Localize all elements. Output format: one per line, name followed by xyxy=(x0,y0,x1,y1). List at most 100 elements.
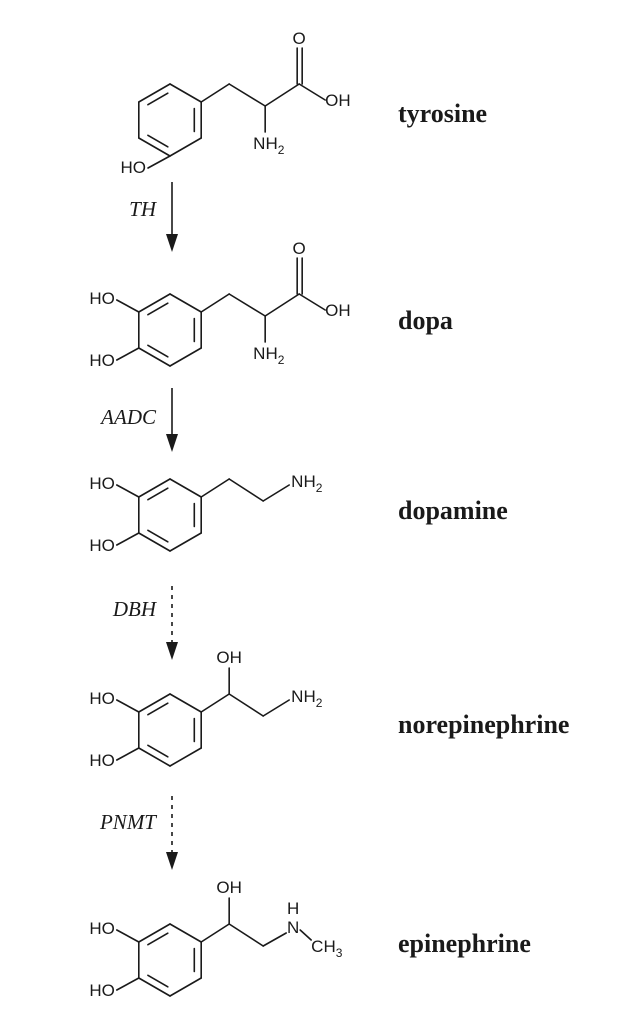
oh-bond xyxy=(116,347,140,361)
ring-bond xyxy=(169,293,202,313)
oh-bond xyxy=(116,484,140,498)
methyl-bond xyxy=(299,929,312,941)
chain-bond xyxy=(228,923,264,947)
ring-bond xyxy=(169,478,202,498)
ring-bond xyxy=(138,923,171,943)
ring-double-bond xyxy=(147,92,169,106)
ring-bond xyxy=(169,532,202,552)
ring-bond xyxy=(138,977,171,997)
ring-bond xyxy=(169,83,202,103)
hydroxyl-bond xyxy=(298,83,326,101)
ring-double-bond xyxy=(147,134,169,148)
hydroxyl-label: HO xyxy=(89,981,115,1000)
ring-double-bond xyxy=(147,487,169,501)
compound-name-epinephrine: epinephrine xyxy=(398,929,531,958)
amine-h-label: H xyxy=(287,899,299,918)
arrowhead xyxy=(166,852,178,870)
hydroxyl-label: HO xyxy=(89,474,115,493)
enzyme-label-aadc: AADC xyxy=(99,405,157,429)
ring-bond xyxy=(138,347,171,367)
chain-bond xyxy=(262,484,290,502)
ring-double-bond xyxy=(147,932,169,946)
reaction-step-aadc: AADC xyxy=(99,388,178,452)
chain-bond xyxy=(264,293,300,317)
amine-label: NH2 xyxy=(253,344,285,367)
hydroxyl-label: OH xyxy=(216,878,242,897)
ring-double-bond xyxy=(147,529,169,543)
carboxyl-oh-label: OH xyxy=(325,91,351,110)
ring-bond xyxy=(138,137,171,157)
chain-bond xyxy=(200,293,230,313)
ring-bond xyxy=(138,532,171,552)
ring-bond xyxy=(169,923,202,943)
chain-bond xyxy=(262,932,287,947)
methyl-label: CH3 xyxy=(311,937,343,960)
oh-bond xyxy=(116,929,140,943)
arrowhead xyxy=(166,234,178,252)
arrowhead xyxy=(166,642,178,660)
arrowhead xyxy=(166,434,178,452)
hydroxyl-label: OH xyxy=(216,648,242,667)
ring-bond xyxy=(169,747,202,767)
hydroxyl-label: HO xyxy=(89,751,115,770)
compound-dopamine: HO HO NH2 dopamine xyxy=(89,472,507,555)
chain-bond xyxy=(262,699,290,717)
oh-bond xyxy=(116,699,140,713)
hydroxyl-label: HO xyxy=(121,158,147,177)
carbonyl-oxygen-label: O xyxy=(293,29,306,48)
oh-bond xyxy=(116,299,140,313)
enzyme-label-pnmt: PNMT xyxy=(99,810,157,834)
hydroxyl-bond xyxy=(298,293,326,311)
reaction-step-dbh: DBH xyxy=(112,586,178,660)
hydroxyl-label: HO xyxy=(89,919,115,938)
carbonyl-oxygen-label: O xyxy=(293,239,306,258)
reaction-step-pnmt: PNMT xyxy=(99,796,178,870)
chain-bond xyxy=(200,83,230,103)
ring-bond xyxy=(169,693,202,713)
oh-bond xyxy=(116,532,140,546)
ring-bond xyxy=(169,137,202,157)
ring-double-bond xyxy=(147,302,169,316)
chain-bond xyxy=(264,83,300,107)
chain-bond xyxy=(200,478,230,498)
hydroxyl-label: HO xyxy=(89,536,115,555)
chain-bond xyxy=(200,693,230,713)
compound-tyrosine: HO O OH NH2 tyrosine xyxy=(121,29,488,177)
compound-name-tyrosine: tyrosine xyxy=(398,99,487,128)
chain-bond xyxy=(200,923,230,943)
oh-bond xyxy=(147,155,171,169)
ring-bond xyxy=(138,478,171,498)
ring-bond xyxy=(169,977,202,997)
chain-bond xyxy=(228,83,266,107)
ring-double-bond xyxy=(147,344,169,358)
carboxyl-oh-label: OH xyxy=(325,301,351,320)
chain-bond xyxy=(228,478,264,502)
ring-bond xyxy=(138,693,171,713)
compound-dopa: HO HO O OH NH2 dopa xyxy=(89,239,453,370)
amine-label: NH2 xyxy=(291,472,323,495)
ring-bond xyxy=(138,293,171,313)
oh-bond xyxy=(116,747,140,761)
reaction-step-th: TH xyxy=(129,182,178,252)
chain-bond xyxy=(228,293,266,317)
hydroxyl-label: HO xyxy=(89,289,115,308)
ring-bond xyxy=(169,347,202,367)
hydroxyl-label: HO xyxy=(89,689,115,708)
amine-label: NH2 xyxy=(253,134,285,157)
ring-double-bond xyxy=(147,974,169,988)
ring-double-bond xyxy=(147,702,169,716)
amine-label: NH2 xyxy=(291,687,323,710)
enzyme-label-dbh: DBH xyxy=(112,597,158,621)
chain-bond xyxy=(228,693,264,717)
ring-bond xyxy=(138,747,171,767)
enzyme-label-th: TH xyxy=(129,197,158,221)
compound-name-dopamine: dopamine xyxy=(398,496,508,525)
compound-name-dopa: dopa xyxy=(398,306,453,335)
ring-double-bond xyxy=(147,744,169,758)
hydroxyl-label: HO xyxy=(89,351,115,370)
oh-bond xyxy=(116,977,140,991)
ring-bond xyxy=(138,83,171,103)
